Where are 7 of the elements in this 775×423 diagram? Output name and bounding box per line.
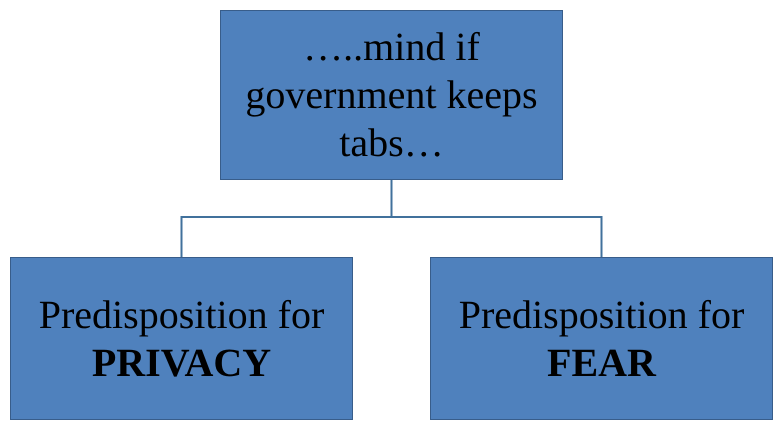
box-text: …..mind if government keeps tabs… <box>244 23 539 167</box>
text-box <box>10 257 353 420</box>
box-text: Predisposition for PRIVACY <box>38 290 326 386</box>
text-box <box>430 257 773 420</box>
connector-line <box>390 180 602 257</box>
box-text: Predisposition for FEAR <box>458 290 746 386</box>
text-box <box>220 10 563 180</box>
